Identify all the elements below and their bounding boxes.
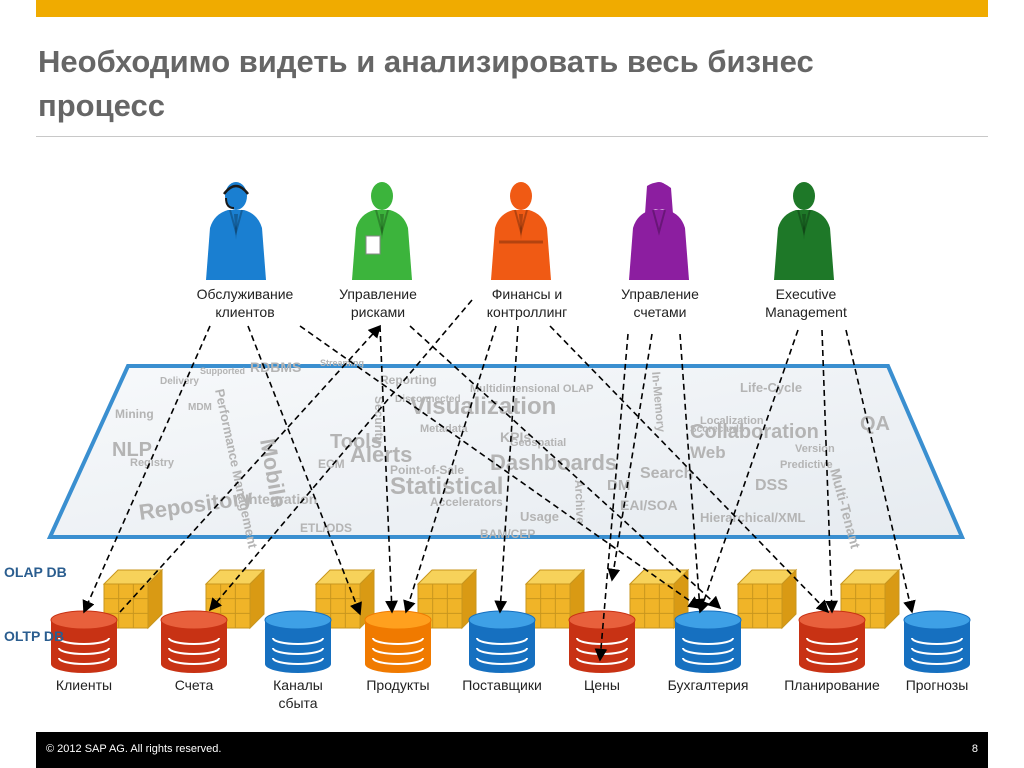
person-arms-crossed-icon	[481, 180, 561, 285]
headset-person-icon	[196, 180, 276, 285]
dashed-arrow	[208, 299, 473, 612]
cloud-word: Life-Cycle	[740, 380, 802, 395]
dashed-arrow	[247, 325, 362, 616]
database-label: Прогнозы	[905, 677, 969, 693]
database-cylinder-icon	[674, 610, 742, 673]
cloud-word: Integration	[245, 491, 317, 507]
cloud-word: DM	[607, 477, 630, 494]
database-label: Поставщики	[462, 677, 542, 693]
database-cylinder-icon	[903, 610, 971, 673]
cloud-word: Multidimensional OLAP	[470, 383, 593, 395]
dashed-arrow	[697, 329, 799, 614]
cloud-word: Search	[640, 465, 693, 482]
cloud-word: Registry	[130, 457, 175, 469]
dashed-arrow	[594, 333, 629, 662]
database-label: Продукты	[366, 677, 430, 693]
cloud-word: Security	[372, 396, 386, 444]
bi-platform-surface	[46, 364, 966, 539]
role-label: Финансы и контроллинг	[486, 286, 568, 320]
role-label: Управление рисками	[339, 286, 417, 320]
dashed-arrow	[821, 329, 838, 614]
cloud-word: Accelerators	[430, 495, 503, 509]
dashed-arrow	[549, 325, 830, 614]
dashed-arrow	[409, 325, 722, 610]
copyright-text: © 2012 SAP AG. All rights reserved.	[46, 743, 222, 755]
database-label: Цены	[584, 677, 620, 693]
dashed-arrow	[299, 325, 702, 609]
cloud-word: Reporting	[380, 373, 437, 387]
cloud-word: Hierarchical/XML	[700, 510, 806, 525]
cloud-word: Archive	[572, 480, 588, 525]
dashed-arrow	[679, 333, 706, 612]
oltp-db-label: OLTP DB	[4, 628, 65, 644]
cloud-word: EAI/SOA	[620, 497, 678, 513]
olap-cube-icon	[736, 568, 798, 630]
page-number: 8	[971, 743, 978, 755]
cloud-word: Alerts	[350, 442, 412, 467]
cloud-word: Localization	[700, 415, 764, 427]
dashed-arrow	[607, 333, 653, 582]
database-label: Планирование	[784, 677, 880, 693]
database-cylinder-icon	[50, 610, 118, 673]
role-label: Обслуживание клиентов	[196, 286, 294, 320]
cloud-word: In-Memory	[649, 371, 668, 433]
cloud-word: ETL/ODS	[300, 521, 352, 535]
cloud-word: Web	[690, 443, 726, 462]
cloud-word: Version	[795, 443, 835, 455]
role-label: Executive Management	[765, 286, 847, 320]
footer-bar: © 2012 SAP AG. All rights reserved. 8	[36, 732, 988, 768]
olap-db-label: OLAP DB	[4, 564, 67, 580]
database-label: Счета	[174, 677, 214, 693]
title-divider	[36, 136, 988, 137]
cloud-word: ECM	[318, 457, 345, 471]
page-title: Необходимо видеть и анализировать весь б…	[38, 44, 814, 123]
cloud-word: RDBMS	[250, 359, 301, 375]
dashed-arrow	[119, 324, 382, 613]
database-cylinder-icon	[364, 610, 432, 673]
cloud-word: MDM	[188, 402, 212, 413]
database-label: Каналы сбыта	[273, 677, 323, 711]
dashed-arrow	[379, 325, 398, 614]
cloud-word: NLP	[112, 439, 152, 461]
cloud-word: Statistical	[390, 473, 503, 500]
cloud-word: Collaboration	[690, 421, 819, 443]
cloud-word: Usage	[520, 509, 559, 524]
top-accent-bar	[36, 0, 988, 17]
dashed-arrow	[403, 325, 497, 614]
cloud-word: Supported	[200, 366, 245, 376]
dashed-arrow	[82, 325, 211, 614]
cloud-word: Tools	[330, 431, 382, 453]
cloud-word: BAM/CEP	[480, 527, 535, 541]
database-label: Бухгалтерия	[667, 677, 749, 693]
role-label: Управление счетами	[621, 286, 699, 320]
database-cylinder-icon	[798, 610, 866, 673]
person-with-papers-icon	[342, 180, 422, 285]
cloud-word: Disconnected	[395, 394, 461, 405]
database-cylinder-icon	[160, 610, 228, 673]
database-label: Клиенты	[55, 677, 113, 693]
cloud-word: Streaming	[320, 358, 364, 368]
cloud-word: Delivery	[160, 376, 199, 387]
cloud-word: Scorecards	[690, 424, 745, 435]
dashed-arrow	[494, 325, 519, 614]
cloud-word: Dashboards	[490, 450, 617, 475]
cloud-word: DSS	[755, 477, 788, 494]
cloud-word: Mining	[115, 407, 154, 421]
woman-person-icon	[619, 180, 699, 285]
database-cylinder-icon	[468, 610, 536, 673]
cloud-word: Predictive	[780, 459, 833, 471]
cloud-word: KPIs	[500, 429, 531, 445]
olap-cube-icon	[416, 568, 478, 630]
cloud-word: Visualization	[410, 393, 556, 420]
dashed-arrow	[845, 329, 916, 614]
cloud-word: Point-of-Sale	[390, 463, 464, 477]
executive-person-icon	[764, 180, 844, 285]
database-cylinder-icon	[264, 610, 332, 673]
cloud-word: Metadata	[420, 423, 469, 435]
